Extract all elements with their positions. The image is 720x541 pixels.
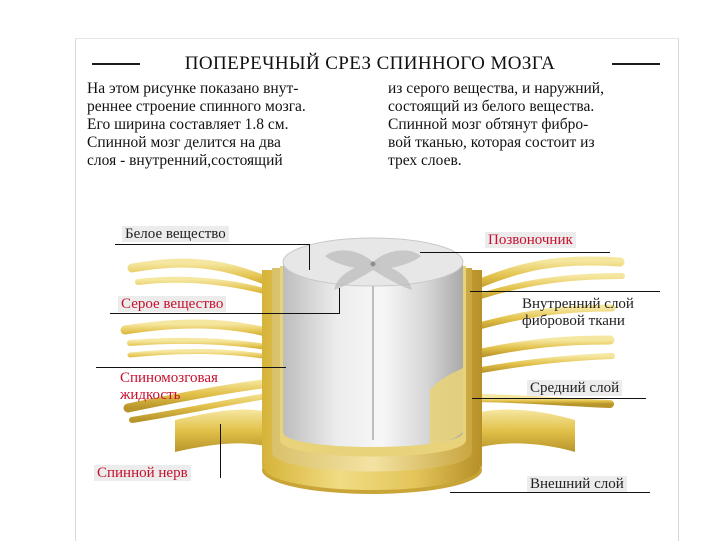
leader-line <box>220 424 221 478</box>
leader-line <box>110 313 340 314</box>
leader-line <box>450 492 650 493</box>
label-spinal-nerve: Спинной нерв <box>94 465 191 482</box>
label-inner-layer-line: Внутренний слой <box>522 296 634 313</box>
label-outer-layer: Внешний слой <box>527 476 627 493</box>
label-csf: Спиномозговая жидкость <box>120 370 218 404</box>
label-middle-layer: Средний слой <box>527 380 622 397</box>
leader-line <box>339 288 340 314</box>
label-spine: Позвоночник <box>485 232 576 249</box>
label-inner-layer-line: фибровой ткани <box>522 313 634 330</box>
leader-line <box>420 252 610 253</box>
leader-line <box>309 244 310 270</box>
label-inner-layer: Внутренний слой фибровой ткани <box>522 296 634 330</box>
label-csf-line: Спиномозговая <box>120 370 218 387</box>
label-csf-line: жидкость <box>120 387 218 404</box>
leader-line <box>115 244 310 245</box>
leader-line <box>470 291 660 292</box>
label-gray-matter: Серое вещество <box>118 296 226 313</box>
leader-line <box>96 367 286 368</box>
leader-line <box>472 398 646 399</box>
label-white-matter: Белое вещество <box>122 226 229 243</box>
